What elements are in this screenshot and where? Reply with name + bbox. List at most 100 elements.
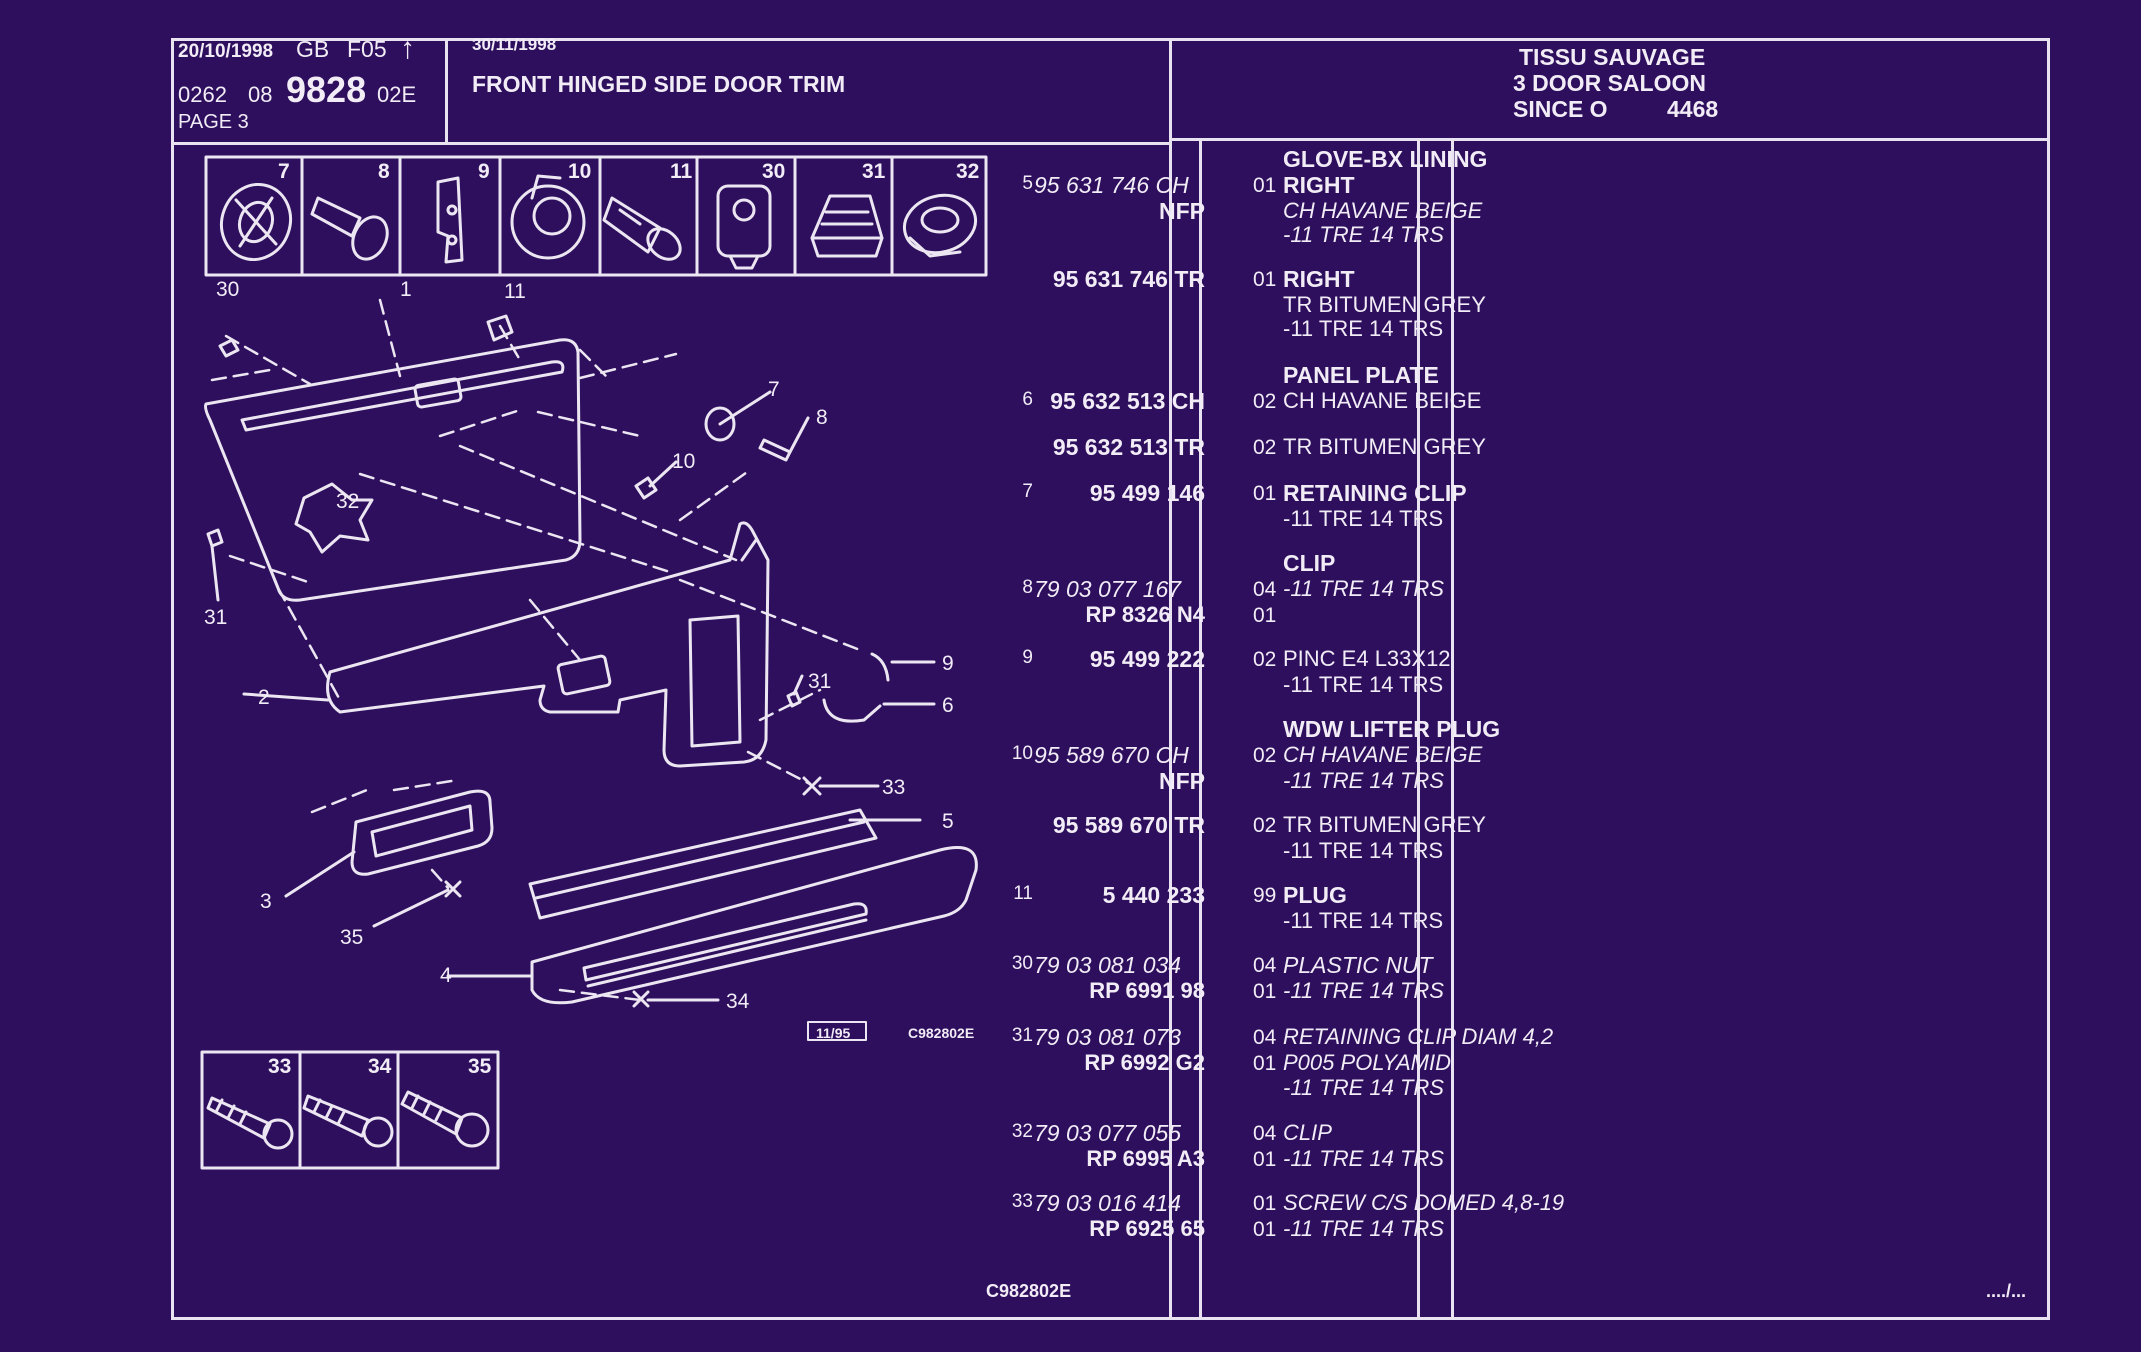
part-32-number[interactable]: 79 03 077 055 xyxy=(1034,1120,1182,1146)
part-9-qty: 02 xyxy=(1253,648,1277,671)
part-5b-qty: 01 xyxy=(1253,268,1277,291)
part-31-range: -11 TRE 14 TRS xyxy=(1283,1075,1444,1100)
callout-2: 2 xyxy=(258,686,270,709)
part-11-range: -11 TRE 14 TRS xyxy=(1283,908,1444,933)
screw-33-icon xyxy=(206,1096,294,1150)
callout-31b: 31 xyxy=(808,670,831,693)
part-10-index: 10 xyxy=(1011,743,1033,764)
table-col-line-1 xyxy=(1199,140,1202,1318)
strip-label-33: 33 xyxy=(268,1055,291,1078)
callout-34: 34 xyxy=(726,990,750,1013)
part-33-number[interactable]: 79 03 016 414 xyxy=(1034,1190,1182,1216)
part-5-heading: GLOVE-BX LINING xyxy=(1283,146,1488,172)
parts-strip-bottom xyxy=(200,1050,500,1170)
part-31-qty: 04 xyxy=(1253,1026,1277,1049)
footer-code: C982802E xyxy=(986,1281,1072,1301)
part-30-number[interactable]: 79 03 081 034 xyxy=(1034,952,1182,978)
clip-32-on-panel xyxy=(294,482,374,554)
callout-4: 4 xyxy=(440,964,452,987)
part-11-desc: PLUG xyxy=(1283,882,1347,908)
callout-8: 8 xyxy=(816,406,828,429)
header-divider-left xyxy=(445,40,448,144)
part-32-rp-qty: 01 xyxy=(1253,1148,1277,1171)
part-8-rp-number[interactable]: RP 8326 N4 xyxy=(1085,602,1205,627)
part-33-qty: 01 xyxy=(1253,1192,1277,1215)
part-8-qty: 04 xyxy=(1253,578,1277,601)
callout-31: 31 xyxy=(204,606,227,629)
part-33-rp-qty: 01 xyxy=(1253,1218,1277,1241)
part-6-index: 6 xyxy=(1022,389,1033,410)
plug-11-icon xyxy=(602,196,682,261)
callout-6: 6 xyxy=(942,694,954,717)
parts-sheet xyxy=(171,38,2050,1320)
header-code: F05 xyxy=(347,36,387,62)
part-30-desc: PLASTIC NUT xyxy=(1283,952,1433,978)
trim-strip-5 xyxy=(528,808,878,920)
part-9-desc: PINC E4 L33X12 xyxy=(1283,646,1451,671)
part-5-number-tr[interactable]: 95 631 746 TR xyxy=(1052,266,1205,292)
header-ref-a: 0262 xyxy=(178,82,227,107)
part-31-rp-qty: 01 xyxy=(1253,1052,1277,1075)
header-bottom-line-right xyxy=(1171,138,2048,141)
part-30-rp-number[interactable]: RP 6991 98 xyxy=(1089,978,1205,1003)
part-9-number[interactable]: 95 499 222 xyxy=(1089,646,1205,672)
strip-label-34: 34 xyxy=(368,1055,392,1078)
part-32-index: 32 xyxy=(1011,1121,1033,1142)
model-line3-b: 4468 xyxy=(1667,96,1719,122)
part-8-heading: CLIP xyxy=(1283,550,1336,576)
main-divider xyxy=(1169,40,1172,1318)
part-10-nfp: NFP xyxy=(1159,768,1205,794)
window-lifter-plug-10-icon xyxy=(510,174,586,260)
part-6b-qty: 02 xyxy=(1253,436,1277,459)
clip-32-icon xyxy=(902,193,978,258)
part-8-number[interactable]: 79 03 077 167 xyxy=(1034,576,1182,602)
part-7-qty: 01 xyxy=(1253,482,1277,505)
strip-label-7: 7 xyxy=(278,160,290,183)
part-5-number-ch[interactable]: 95 631 746 CH xyxy=(1034,172,1189,198)
part-33-rp-number[interactable]: RP 6925 65 xyxy=(1089,1216,1205,1241)
callout-11: 11 xyxy=(504,280,526,303)
part-33-index: 33 xyxy=(1011,1191,1033,1212)
strip-label-10: 10 xyxy=(568,160,591,183)
part-6-number-tr[interactable]: 95 632 513 TR xyxy=(1052,434,1205,460)
diagram-code: C982802E xyxy=(908,1025,974,1041)
part-6-number-ch[interactable]: 95 632 513 CH xyxy=(1050,388,1205,414)
part-31-index: 31 xyxy=(1011,1025,1033,1046)
header-bottom-line-left xyxy=(173,142,1171,145)
part-6-desc: CH HAVANE BEIGE xyxy=(1283,388,1482,413)
part-11-number[interactable]: 5 440 233 xyxy=(1102,882,1205,908)
callout-9: 9 xyxy=(942,652,954,675)
pinc-9-icon xyxy=(436,176,464,264)
header-ref-main: 9828 xyxy=(286,69,367,110)
part-7-range: -11 TRE 14 TRS xyxy=(1283,506,1444,531)
screw-35-icon xyxy=(400,1090,490,1148)
pinc-9 xyxy=(870,652,890,682)
part-10b-range: -11 TRE 14 TRS xyxy=(1283,838,1444,863)
part-31-number[interactable]: 79 03 081 073 xyxy=(1034,1024,1182,1050)
part-10b-qty: 02 xyxy=(1253,814,1277,837)
door-trim-panel-1 xyxy=(204,338,582,602)
part-7-desc: RETAINING CLIP xyxy=(1283,480,1467,506)
part-10-heading: WDW LIFTER PLUG xyxy=(1283,716,1501,742)
part-5-desc: RIGHT xyxy=(1283,172,1355,198)
screw-34-icon xyxy=(302,1094,394,1148)
part-10-number-tr[interactable]: 95 589 670 TR xyxy=(1052,812,1205,838)
model-line3-a: SINCE O xyxy=(1513,96,1608,122)
part-9-index: 9 xyxy=(1022,647,1033,668)
part-10-range: -11 TRE 14 TRS xyxy=(1283,768,1444,793)
part-33-desc: SCREW C/S DOMED 4,8-19 xyxy=(1283,1190,1565,1215)
part-31-rp-number[interactable]: RP 6992 G2 xyxy=(1084,1050,1205,1075)
part-30-index: 30 xyxy=(1011,953,1033,974)
pocket-3 xyxy=(350,789,494,876)
part-11-index: 11 xyxy=(1013,883,1033,904)
strip-label-11: 11 xyxy=(670,160,693,183)
part-32-rp-number[interactable]: RP 6995 A3 xyxy=(1086,1146,1205,1171)
part-32-desc: CLIP xyxy=(1283,1120,1332,1145)
page-title: FRONT HINGED SIDE DOOR TRIM xyxy=(472,71,846,97)
part-10-number-ch[interactable]: 95 589 670 CH xyxy=(1034,742,1189,768)
part-7-number[interactable]: 95 499 146 xyxy=(1089,480,1205,506)
part-30-rp-qty: 01 xyxy=(1253,980,1277,1003)
retaining-clip-31-icon xyxy=(810,194,884,258)
clip-8-icon xyxy=(310,196,389,261)
part-8-range: -11 TRE 14 TRS xyxy=(1283,576,1444,601)
